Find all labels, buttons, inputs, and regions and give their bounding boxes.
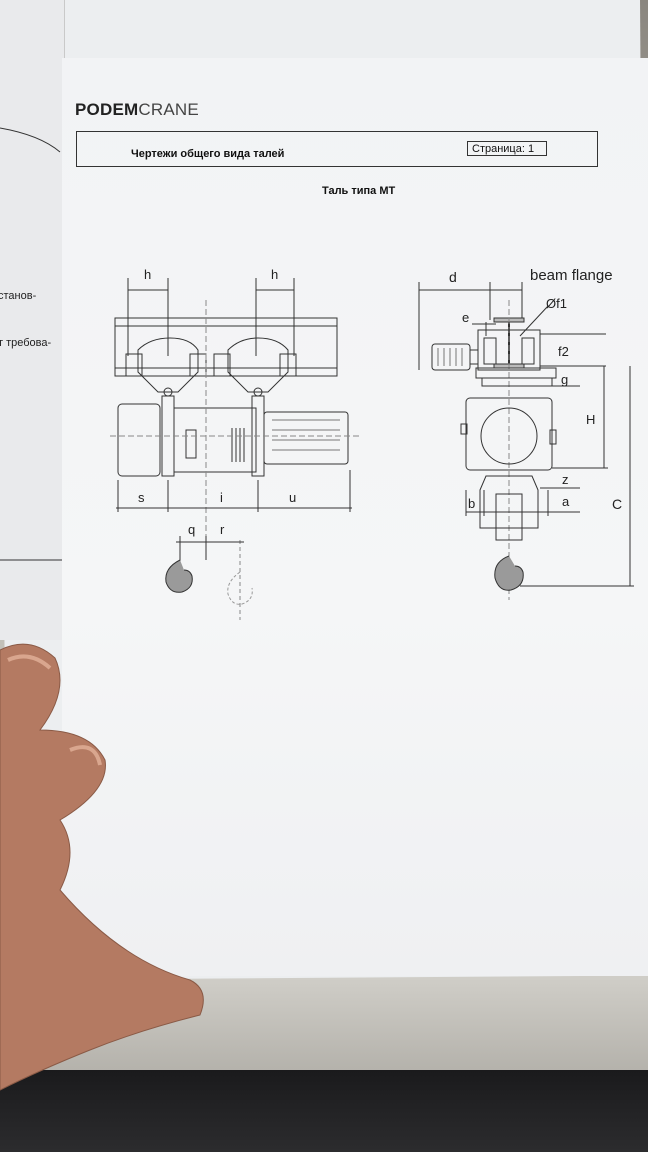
hand-image [0, 643, 204, 1091]
label-i: i [220, 490, 223, 505]
label-C: C [612, 496, 623, 512]
label-f1: Øf1 [546, 296, 567, 311]
label-b: b [468, 496, 476, 511]
document-page [62, 58, 648, 976]
left-sheet-text-1: станов- [0, 290, 37, 302]
label-s: s [138, 490, 145, 505]
beam-side [114, 317, 338, 377]
header-box: Чертежи общего вида талей Страница: 1 [76, 131, 598, 167]
trolley-right [227, 337, 289, 393]
floor-shadow [0, 1070, 648, 1152]
label-r: r [220, 522, 225, 537]
hook-block [479, 475, 539, 529]
label-h-right: h [271, 267, 279, 282]
left-sheet-text-2: т требова- [0, 337, 52, 349]
label-g: g [561, 372, 569, 387]
hook-ghost [227, 571, 253, 605]
hook-front [494, 555, 524, 591]
label-h-left: h [144, 267, 152, 282]
label-beam-flange: beam flange [530, 267, 613, 284]
drum-circle [480, 407, 538, 465]
label-q: q [188, 522, 196, 537]
left-sheet: станов- т требова- [0, 0, 65, 640]
drawing-subtitle: Таль типа MT [322, 185, 396, 197]
label-a: a [562, 494, 570, 509]
hook-left [165, 559, 193, 593]
label-H: H [586, 412, 596, 427]
label-f2: f2 [558, 344, 569, 359]
page-number: Страница: 1 [467, 141, 547, 156]
trolley-left [137, 337, 199, 393]
label-z: z [562, 472, 569, 487]
company-logo: PODEMCRANE [75, 100, 199, 119]
label-d: d [449, 269, 457, 285]
hoist-end-cap [117, 403, 161, 477]
label-e: e [462, 310, 470, 325]
hoist-drum [173, 407, 257, 473]
label-u: u [289, 490, 297, 505]
hoist-motor [263, 411, 349, 465]
header-title: Чертежи общего вида талей [131, 148, 285, 160]
